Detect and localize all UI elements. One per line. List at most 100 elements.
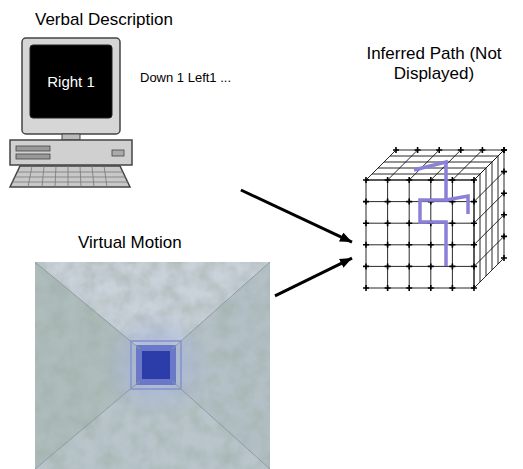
drive-slot: [16, 154, 50, 159]
grid-point: [428, 263, 434, 269]
grid-point: [406, 199, 412, 205]
grid-line: [452, 180, 453, 288]
instruction-text: Down 1 Left1 ...: [140, 70, 272, 86]
keyboard-keys: [28, 166, 107, 187]
grid-point: [471, 263, 477, 269]
grid-point: [501, 147, 507, 153]
panel: Virtual Motion: [30, 228, 275, 469]
computer-icon: [10, 38, 132, 187]
tunnel-glow: [101, 310, 211, 420]
grid-point: [363, 220, 369, 226]
grid-point: [501, 255, 507, 261]
grid-line: [378, 168, 486, 169]
drive-slot: [16, 146, 50, 151]
grid-point: [385, 242, 391, 248]
power-button: [112, 150, 124, 156]
tunnel-image: [35, 262, 270, 469]
monitor-case: [22, 38, 120, 134]
grid-point: [406, 220, 412, 226]
panel-title: Virtual Motion: [78, 233, 258, 253]
screen-text: Right 1: [47, 73, 95, 91]
grid-point: [406, 242, 412, 248]
panel-title: Verbal Description: [35, 10, 215, 30]
grid-line: [486, 168, 487, 276]
grid-point: [385, 177, 391, 183]
grid-point: [501, 233, 507, 239]
grid-point: [449, 177, 455, 183]
grid-point: [471, 177, 477, 183]
monitor-neck: [62, 134, 80, 140]
grid-line: [474, 258, 504, 288]
grid-line: [387, 180, 388, 288]
text-holder: Down 1 Left1 ...: [140, 70, 272, 86]
grid-point: [458, 147, 464, 153]
grid-line: [390, 156, 498, 157]
grid-point: [406, 177, 412, 183]
grid-line: [430, 180, 431, 288]
grid-point: [501, 190, 507, 196]
grid-line: [474, 180, 475, 288]
grid-point: [449, 285, 455, 291]
grid-point: [471, 220, 477, 226]
grid-point: [436, 147, 442, 153]
grid-line: [492, 162, 493, 270]
text-holder: Verbal Description: [35, 10, 215, 30]
grid-point: [428, 177, 434, 183]
grid-point: [385, 263, 391, 269]
grid-point: [385, 220, 391, 226]
grid-line: [366, 266, 474, 267]
grid-point: [393, 147, 399, 153]
grid-line: [480, 174, 481, 282]
grid-point: [449, 242, 455, 248]
panel: Inferred Path (Not Displayed): [352, 38, 516, 300]
grid-point: [428, 285, 434, 291]
grid-point: [501, 212, 507, 218]
text-holder: Virtual Motion: [78, 233, 258, 253]
tunnel-end: [142, 351, 170, 379]
grid-point: [471, 285, 477, 291]
grid-line: [366, 288, 474, 289]
grid-point: [471, 242, 477, 248]
grid-line: [409, 180, 410, 288]
text-holder: Right 1: [30, 45, 112, 118]
grid-point: [449, 220, 455, 226]
grid-point: [501, 169, 507, 175]
grid-line: [498, 156, 499, 264]
cpu-box: [10, 140, 132, 165]
text-holder: Inferred Path (Not Displayed): [362, 44, 506, 85]
grid-point: [363, 242, 369, 248]
keyboard: [10, 166, 130, 187]
grid-point: [428, 242, 434, 248]
tunnel-texture: [35, 262, 270, 469]
grid-point: [501, 147, 507, 153]
grid-point: [363, 285, 369, 291]
panel-title: Inferred Path (Not Displayed): [362, 44, 506, 85]
grid-point: [385, 199, 391, 205]
grid-line: [474, 150, 504, 180]
inferred-path: [446, 196, 468, 214]
grid-point: [406, 263, 412, 269]
tunnel-far-wall: [136, 345, 176, 385]
arrow-connector: [241, 190, 352, 242]
grid-line: [366, 180, 474, 181]
grid-point: [385, 285, 391, 291]
grid-point: [363, 199, 369, 205]
grid-line: [474, 180, 475, 288]
grid-cube: [363, 147, 507, 291]
inferred-path: [414, 162, 446, 266]
grid-line: [372, 174, 480, 175]
grid-point: [471, 199, 477, 205]
grid-line: [504, 150, 505, 258]
grid-line: [366, 244, 474, 245]
grid-point: [449, 263, 455, 269]
panel: Verbal DescriptionRight 1 Down 1 Left1 ..…: [10, 6, 276, 190]
grid-point: [415, 147, 421, 153]
grid-point: [406, 285, 412, 291]
grid-point: [363, 177, 369, 183]
tunnel-edges: [35, 262, 270, 469]
grid-line: [396, 150, 504, 151]
grid-line: [366, 180, 367, 288]
grid-point: [363, 263, 369, 269]
arrow-connector: [275, 258, 352, 296]
grid-point: [479, 147, 485, 153]
